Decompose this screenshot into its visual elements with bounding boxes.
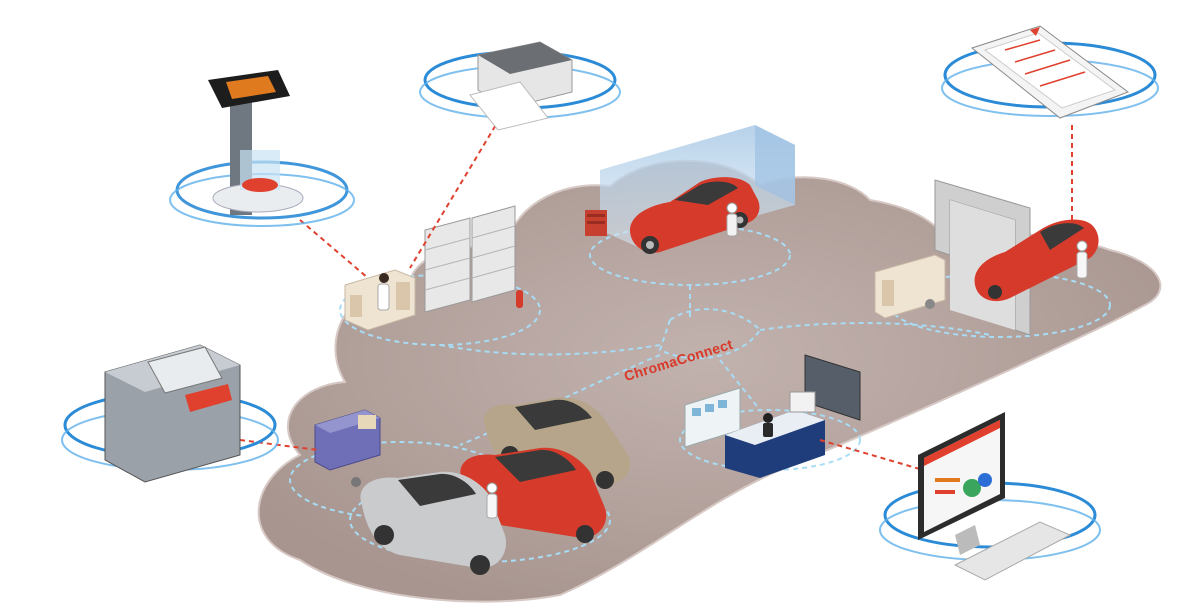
mixing-room [344, 205, 523, 331]
spectro-icon [61, 344, 279, 483]
preparation-bay [874, 179, 1099, 336]
device-links [239, 117, 1073, 473]
printer-icon [419, 41, 621, 131]
tablet-icon [941, 25, 1159, 119]
color-workstation [314, 409, 381, 487]
scale-icon [169, 70, 355, 227]
spray-booth [585, 125, 795, 254]
monitor-icon [879, 412, 1101, 581]
reception-desk [684, 354, 861, 478]
vehicle-lot [360, 397, 631, 575]
